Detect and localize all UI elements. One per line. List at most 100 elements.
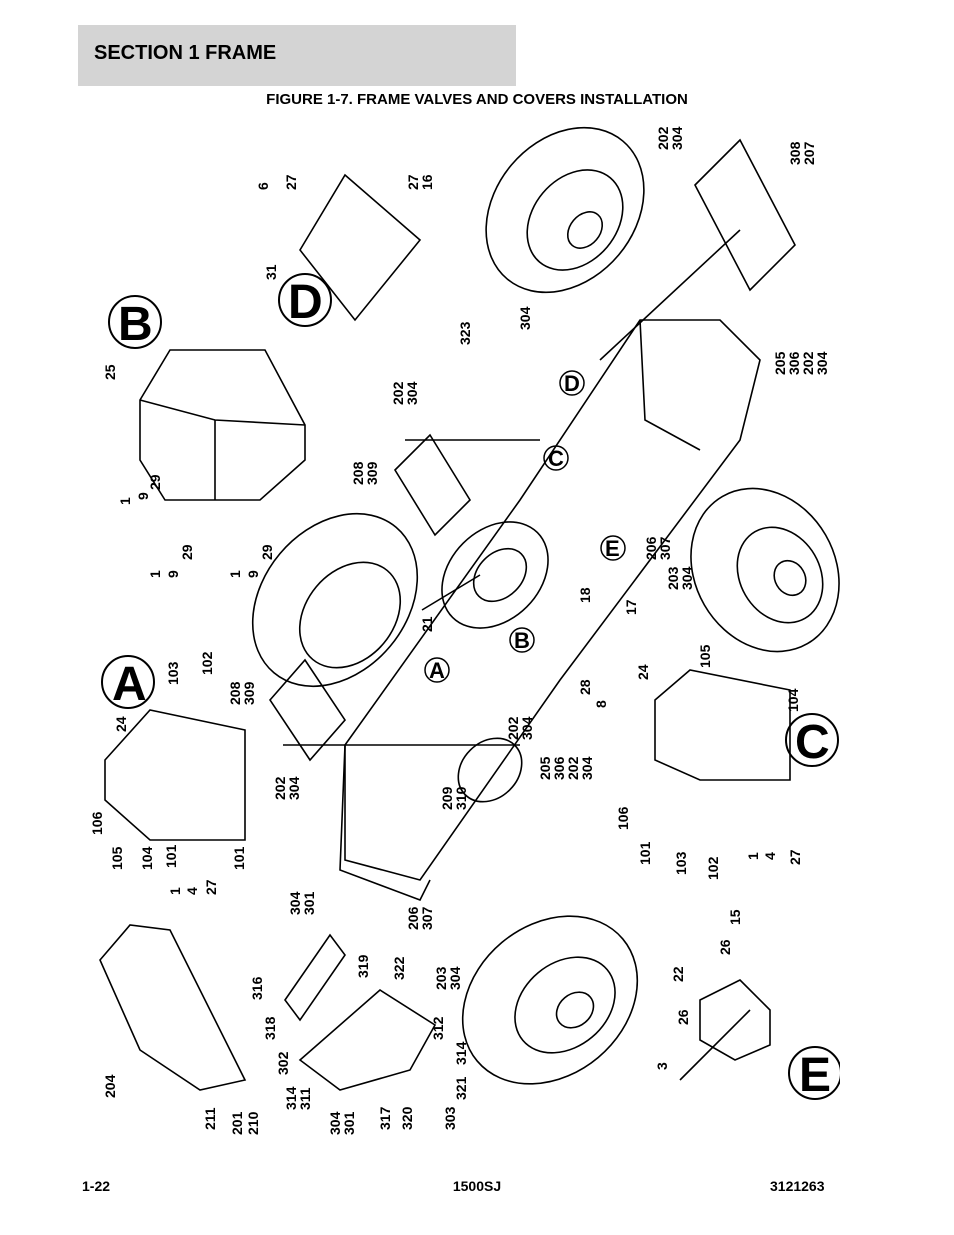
svg-text:24: 24: [113, 716, 129, 732]
svg-text:101: 101: [231, 846, 247, 870]
wheel-top-right: [485, 126, 645, 294]
svg-text:202: 202: [272, 776, 288, 800]
page-number: 1-22: [82, 1178, 111, 1194]
svg-text:16: 16: [419, 174, 435, 190]
svg-text:202: 202: [565, 756, 581, 780]
svg-text:1: 1: [167, 887, 183, 895]
svg-text:101: 101: [163, 844, 179, 868]
svg-text:202: 202: [800, 351, 816, 375]
svg-text:A: A: [112, 658, 147, 711]
svg-text:27: 27: [787, 849, 803, 865]
svg-text:26: 26: [675, 1009, 691, 1025]
svg-text:311: 311: [297, 1087, 313, 1110]
svg-text:304: 304: [287, 891, 303, 915]
svg-text:317: 317: [377, 1106, 393, 1130]
svg-text:31: 31: [263, 264, 279, 280]
svg-text:4: 4: [184, 887, 200, 895]
wheel-left: [251, 512, 419, 688]
svg-text:1: 1: [745, 852, 761, 860]
svg-text:27: 27: [203, 879, 219, 895]
svg-text:316: 316: [249, 976, 265, 1000]
wheel-bottom: [461, 915, 639, 1085]
svg-text:27: 27: [405, 174, 421, 190]
svg-text:304: 304: [679, 566, 695, 590]
exploded-parts-diagram: A B C D E A B C D E 25 1 9 29 1 9 29 1 9…: [89, 126, 840, 1135]
svg-text:304: 304: [519, 716, 535, 740]
svg-text:303: 303: [442, 1106, 458, 1130]
svg-text:203: 203: [433, 966, 449, 990]
svg-text:302: 302: [275, 1051, 291, 1075]
svg-text:321: 321: [453, 1076, 469, 1100]
svg-text:208: 208: [350, 461, 366, 485]
detail-letter-c: C: [785, 713, 839, 769]
svg-text:208: 208: [227, 681, 243, 705]
svg-text:24: 24: [635, 664, 651, 680]
svg-text:1: 1: [227, 570, 243, 578]
svg-text:202: 202: [390, 381, 406, 405]
svg-text:104: 104: [785, 688, 801, 712]
turntable-bearing: [441, 521, 549, 629]
svg-text:104: 104: [139, 846, 155, 870]
section-title: SECTION 1 FRAME: [94, 42, 277, 64]
svg-text:304: 304: [327, 1111, 343, 1135]
svg-text:314: 314: [283, 1086, 299, 1110]
tray-assembly: [284, 933, 346, 1022]
svg-text:106: 106: [615, 806, 631, 830]
svg-text:202: 202: [655, 126, 671, 150]
svg-text:15: 15: [727, 909, 743, 925]
svg-text:201: 201: [229, 1111, 245, 1135]
svg-text:21: 21: [419, 616, 435, 632]
svg-text:322: 322: [391, 956, 407, 980]
callout-labels: 25 1 9 29 1 9 29 1 9 29 6 27 31 27 16 20…: [89, 126, 830, 1135]
svg-text:307: 307: [657, 536, 673, 560]
svg-text:C: C: [795, 716, 830, 769]
detail-letter-a: A: [101, 655, 155, 711]
svg-text:304: 304: [814, 351, 830, 375]
svg-text:3: 3: [654, 1062, 670, 1070]
svg-text:D: D: [288, 276, 323, 329]
svg-text:102: 102: [705, 856, 721, 880]
svg-text:314: 314: [453, 1041, 469, 1065]
block-e: [699, 979, 771, 1061]
svg-text:28: 28: [577, 679, 593, 695]
cover-208-309-top: [393, 433, 472, 537]
svg-text:22: 22: [670, 966, 686, 982]
svg-text:318: 318: [262, 1016, 278, 1040]
svg-text:319: 319: [355, 954, 371, 978]
svg-text:301: 301: [341, 1111, 357, 1135]
svg-text:204: 204: [102, 1074, 118, 1098]
svg-text:307: 307: [419, 906, 435, 930]
svg-text:29: 29: [147, 474, 163, 490]
svg-text:304: 304: [404, 381, 420, 405]
svg-text:309: 309: [364, 461, 380, 485]
svg-text:29: 29: [179, 544, 195, 560]
svg-text:312: 312: [430, 1016, 446, 1040]
svg-text:106: 106: [89, 811, 105, 835]
svg-text:6: 6: [255, 182, 271, 190]
svg-text:210: 210: [245, 1111, 261, 1135]
svg-text:306: 306: [786, 351, 802, 375]
svg-text:209: 209: [439, 786, 455, 810]
svg-text:211: 211: [202, 1107, 218, 1130]
svg-text:206: 206: [405, 906, 421, 930]
cover-208-309-left: [268, 658, 347, 762]
section-header-bar: SECTION 1 FRAME: [78, 25, 516, 86]
svg-text:9: 9: [165, 570, 181, 578]
svg-text:306: 306: [551, 756, 567, 780]
svg-text:202: 202: [505, 716, 521, 740]
svg-text:B: B: [118, 298, 153, 351]
svg-text:309: 309: [241, 681, 257, 705]
plate-d: [299, 173, 422, 322]
svg-text:304: 304: [517, 306, 533, 330]
svg-text:1: 1: [147, 570, 163, 578]
svg-text:105: 105: [109, 846, 125, 870]
cover-308-207: [694, 138, 796, 292]
svg-text:17: 17: [623, 599, 639, 615]
svg-text:308: 308: [787, 141, 803, 165]
location-a: A: [429, 658, 445, 683]
svg-text:101: 101: [637, 841, 653, 865]
svg-text:320: 320: [399, 1106, 415, 1130]
detail-letter-b: B: [108, 295, 162, 351]
detail-letter-e: E: [788, 1046, 840, 1102]
frame-body: [344, 319, 761, 881]
